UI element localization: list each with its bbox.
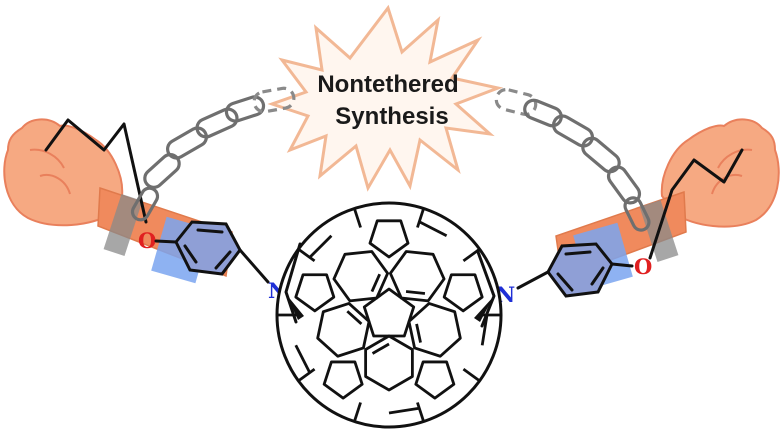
fullerene-c60 <box>275 201 503 429</box>
right-oxygen-label: O <box>634 254 652 279</box>
fullerene-inner-hexagon <box>407 302 462 358</box>
left-wedge-bond <box>286 294 304 320</box>
burst-title-line2: Synthesis <box>335 103 448 130</box>
fullerene-outline <box>275 201 503 429</box>
right-chain-link-3 <box>581 136 621 174</box>
left-ring-double-3 <box>183 244 198 264</box>
right-ring-double-1 <box>564 250 592 256</box>
fullerene-outer-double-bond <box>480 314 489 346</box>
fullerene-outer-pentagon <box>368 219 410 259</box>
fullerene-spoke <box>297 367 316 382</box>
fullerene-spoke <box>416 402 425 422</box>
right-chain-link-2 <box>552 114 594 148</box>
right-fist <box>660 118 780 228</box>
fullerene-outer-pentagon <box>322 360 364 400</box>
right-fist-knuckles <box>711 148 753 195</box>
fullerene-outer-double-bond <box>418 220 448 237</box>
left-fist-knuckles <box>29 148 71 195</box>
right-wedge-bond <box>474 296 494 322</box>
burst-title-line1: Nontethered <box>317 71 458 98</box>
left-chain-link-5 <box>224 95 266 123</box>
right-chain-link-5 <box>623 196 651 232</box>
right-chain-link-1 <box>523 98 563 128</box>
fullerene-double-bond <box>346 310 363 326</box>
left-chain-link-4 <box>195 107 239 139</box>
right-butyl-chain <box>648 148 744 260</box>
left-ring-double-2 <box>214 250 232 270</box>
fullerene-inner-hexagon <box>364 334 414 392</box>
fullerene-outer-double-bond <box>308 234 333 259</box>
right-ring-double-2 <box>556 272 574 292</box>
left-chain-link-3 <box>166 126 208 160</box>
fullerene-outer-pentagon <box>414 360 456 400</box>
left-ring-double-1 <box>196 228 224 234</box>
left-butyl-chain <box>44 118 148 224</box>
fullerene-spoke <box>353 402 362 422</box>
right-ring-n-bond <box>516 270 550 290</box>
right-benzene-ring <box>516 242 614 298</box>
fullerene-double-bond <box>405 290 426 295</box>
right-chain-link-broken <box>494 87 538 117</box>
fullerene-inner-hexagon <box>388 250 446 303</box>
left-o-ring-bond <box>154 239 178 244</box>
fullerene-spoke <box>462 367 481 382</box>
right-broken-chain <box>494 87 651 232</box>
left-broken-chain <box>130 86 296 222</box>
left-ring-n-bond <box>238 248 270 284</box>
fullerene-outer-double-bond <box>294 344 311 374</box>
fullerene-inner-hexagon <box>332 250 390 303</box>
explosion-burst: Nontethered Synthesis <box>267 4 504 192</box>
right-chain-link-4 <box>606 165 642 205</box>
aziridine-bridges <box>284 242 496 328</box>
fullerene-double-bond <box>370 273 381 293</box>
fullerene-double-bond <box>371 342 390 355</box>
fullerene-spoke <box>353 208 362 228</box>
fullerene-spoke <box>416 208 425 228</box>
fullerene-outer-pentagon <box>442 273 484 313</box>
left-aziridine-bond <box>284 242 302 324</box>
left-chain-link-1 <box>130 186 160 222</box>
left-oxygen-label: O <box>138 228 156 253</box>
left-benzene-ring <box>174 220 270 284</box>
right-o-ring-bond <box>610 262 634 268</box>
left-chain-link-broken <box>252 86 296 114</box>
right-ring-double-3 <box>590 266 605 286</box>
fullerene-spoke <box>297 248 316 263</box>
fullerene-outer-double-bond <box>388 406 420 415</box>
fullerene-outer-pentagon <box>294 273 336 313</box>
burst-shape <box>267 4 504 192</box>
fullerene-double-bond <box>415 323 422 343</box>
fullerene-inner-hexagon <box>316 302 371 358</box>
